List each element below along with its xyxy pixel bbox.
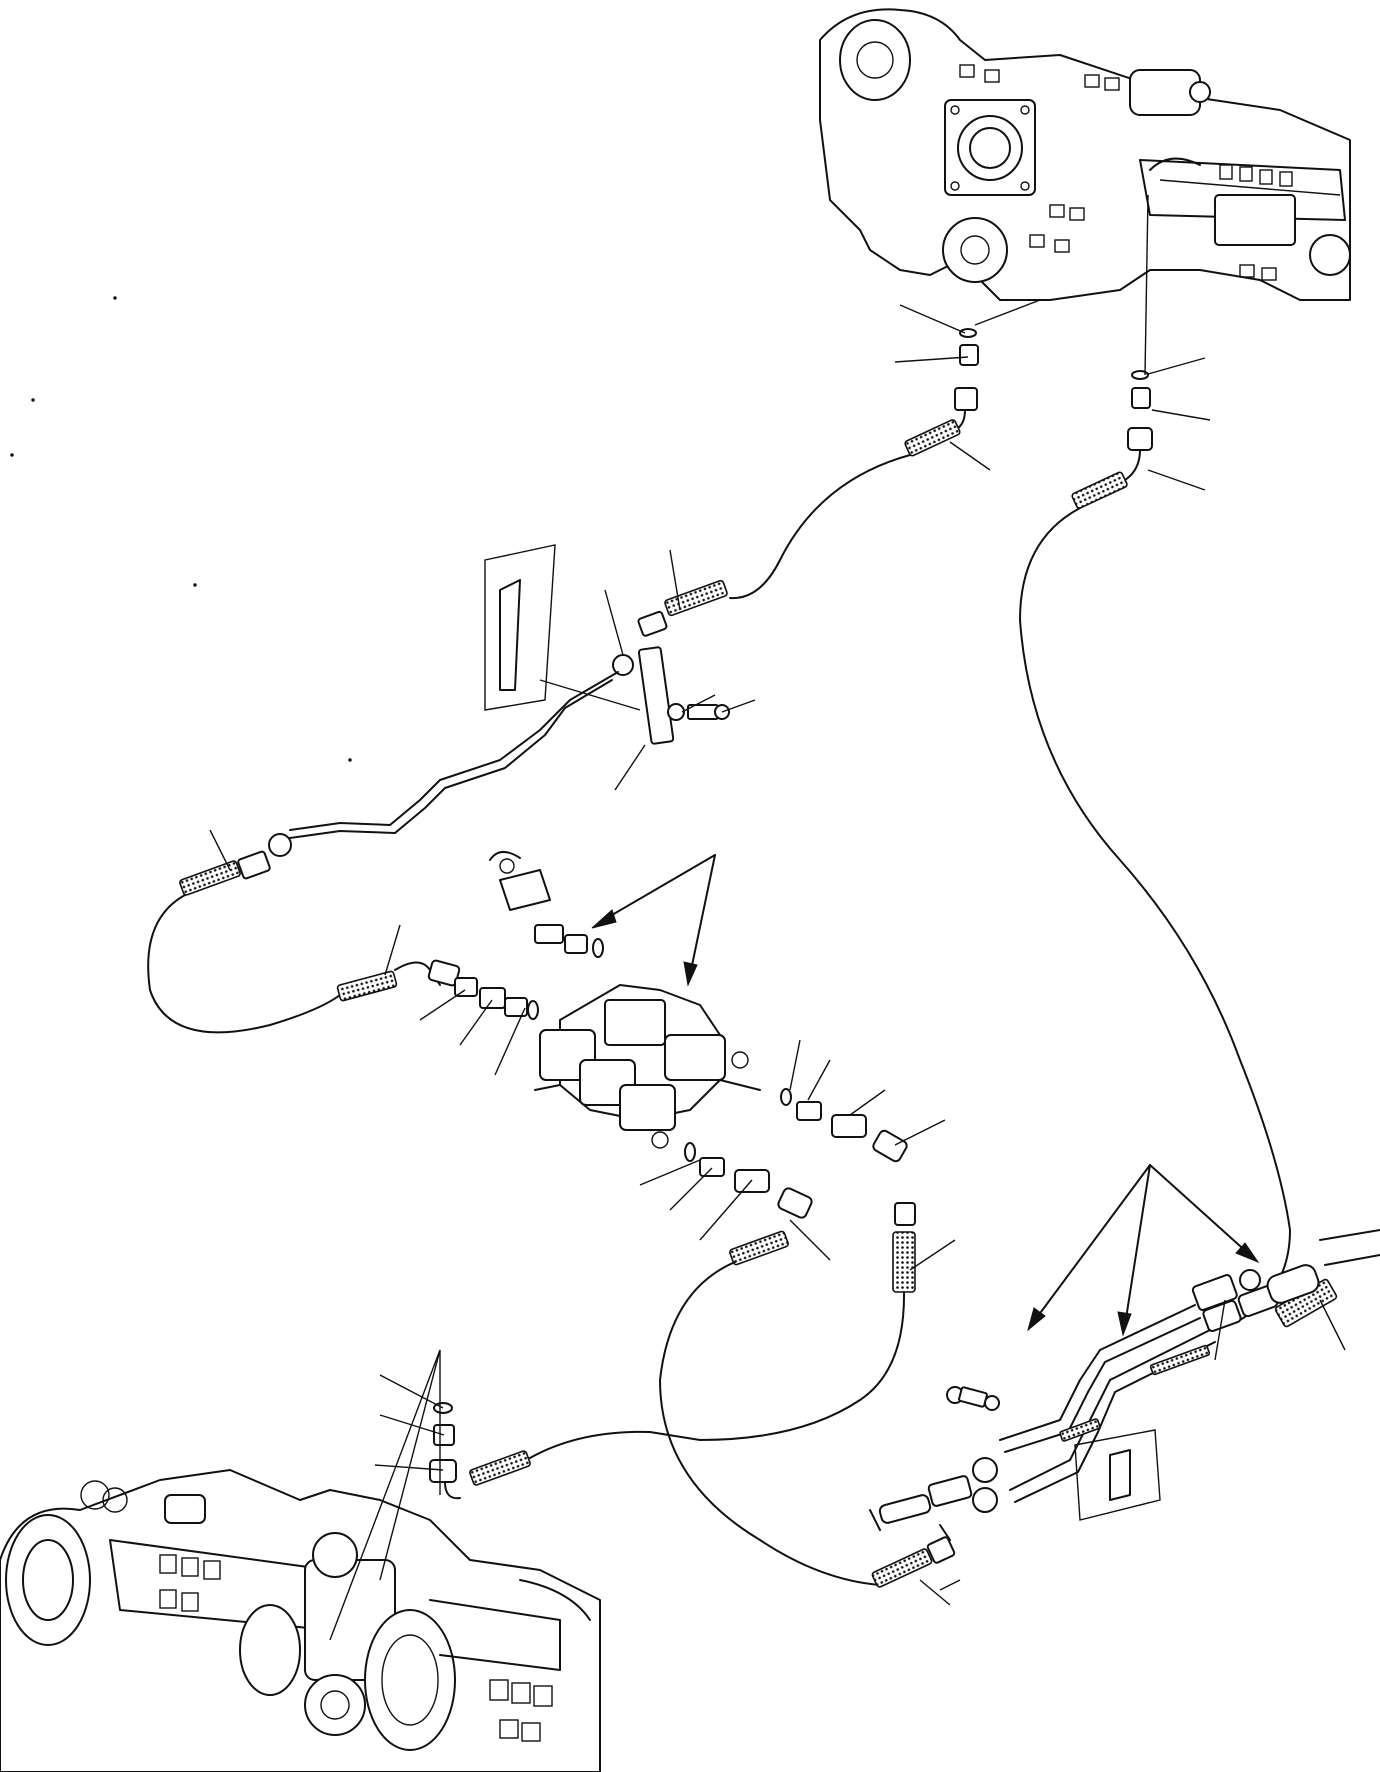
valve-outlet-fittings <box>659 1088 916 1586</box>
hose-end-lower-right <box>871 1524 956 1588</box>
pipe-assembly-lower-right <box>869 1229 1380 1591</box>
hose-assembly-left-loop <box>147 833 539 1034</box>
scan-specks <box>10 296 352 762</box>
control-valve-block <box>534 984 761 1149</box>
front-axle-assembly <box>0 1469 601 1772</box>
valve-fitting-detail <box>489 851 604 958</box>
arrow-pointers <box>591 854 1260 1337</box>
mounting-bracket-upper <box>484 544 730 745</box>
rear-axle-assembly <box>819 8 1351 301</box>
hose-assembly-upper-left <box>289 328 979 839</box>
hose-assembly-front-axle <box>429 1402 701 1500</box>
hose-assembly-right-long <box>1019 370 1338 1328</box>
callout-leader-lines <box>209 194 1346 1641</box>
